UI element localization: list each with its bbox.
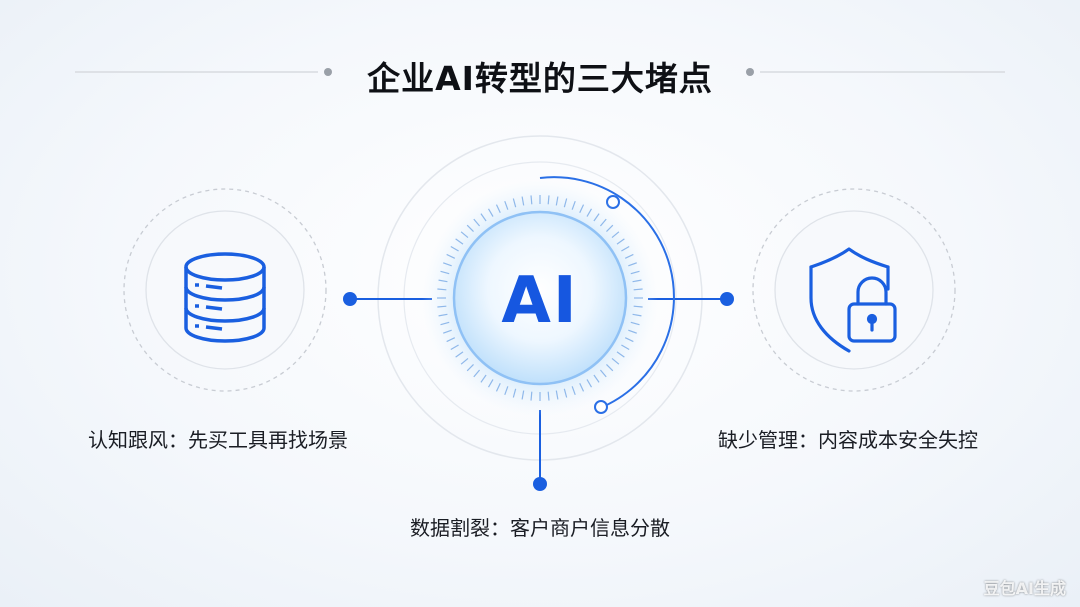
tick-mark <box>473 218 481 227</box>
tick-mark <box>563 388 568 398</box>
tick-mark <box>606 364 614 372</box>
left-node-outer <box>123 188 327 392</box>
center-accent-arc <box>539 176 675 409</box>
page-title: 企业AI转型的三大堵点 <box>367 59 713 98</box>
tick-mark <box>632 313 642 317</box>
tick-mark <box>455 351 464 358</box>
database-icon <box>184 252 266 343</box>
tick-mark <box>450 245 459 252</box>
tick-mark <box>438 313 448 317</box>
tick-mark <box>455 238 464 245</box>
tick-mark <box>443 262 452 267</box>
tick-mark <box>446 337 456 343</box>
right-node-label: 缺少管理：内容成本安全失控 <box>718 428 978 452</box>
tick-mark <box>460 231 469 239</box>
tick-mark <box>440 270 450 275</box>
tick-mark <box>616 238 625 245</box>
tick-mark <box>473 369 481 378</box>
tick-mark <box>466 224 474 232</box>
watermark: 豆包AI生成 <box>983 579 1066 598</box>
tick-mark <box>437 305 447 308</box>
shield-lock-icon <box>809 247 897 353</box>
center-tick-ring <box>437 195 643 401</box>
tick-mark <box>466 364 474 372</box>
tick-mark <box>624 253 634 259</box>
tick-mark <box>606 224 614 232</box>
tick-mark <box>571 386 576 395</box>
tick-mark <box>480 213 487 222</box>
tick-mark <box>633 305 643 308</box>
tick-mark <box>630 270 640 275</box>
tick-mark <box>530 195 533 205</box>
arc-node-bottom <box>594 400 608 414</box>
tick-mark <box>579 382 585 392</box>
tick-mark <box>611 357 620 365</box>
tick-mark <box>599 369 607 378</box>
connector-right-dot <box>720 292 734 306</box>
tick-mark <box>512 388 517 398</box>
tick-mark <box>495 204 501 214</box>
tick-mark <box>547 195 550 205</box>
tick-mark <box>628 262 637 267</box>
tick-mark <box>495 382 501 392</box>
tick-mark <box>599 218 607 227</box>
tick-mark <box>521 390 525 400</box>
tick-mark <box>563 198 568 208</box>
tick-mark <box>621 245 630 252</box>
tick-mark <box>616 351 625 358</box>
tick-mark <box>632 279 642 283</box>
title-dot-left <box>324 68 332 76</box>
tick-mark <box>446 253 456 259</box>
tick-mark <box>628 329 637 334</box>
bottom-node-label: 数据割裂：客户商户信息分散 <box>410 516 670 540</box>
tick-mark <box>555 390 559 400</box>
tick-mark <box>460 357 469 365</box>
tick-mark <box>487 379 494 388</box>
tick-mark <box>530 391 533 401</box>
right-node-outer <box>752 188 956 392</box>
title-dot-right <box>746 68 754 76</box>
tick-mark <box>593 374 600 383</box>
tick-mark <box>437 288 447 291</box>
tick-mark <box>450 344 459 351</box>
tick-mark <box>555 196 559 206</box>
left-node-label: 认知跟风：先买工具再找场景 <box>88 428 348 452</box>
tick-mark <box>593 213 600 222</box>
tick-mark <box>630 321 640 326</box>
tick-mark <box>586 379 593 388</box>
tick-mark <box>611 231 620 239</box>
tick-mark <box>521 196 525 206</box>
center-core-ring <box>452 210 628 386</box>
tick-mark <box>579 204 585 214</box>
tick-mark <box>624 337 634 343</box>
tick-mark <box>621 344 630 351</box>
tick-mark <box>571 201 576 210</box>
tick-mark <box>480 374 487 383</box>
tick-mark <box>586 208 593 217</box>
connector-bottom-dot <box>533 477 547 491</box>
tick-mark <box>438 279 448 283</box>
tick-mark <box>633 288 643 291</box>
tick-mark <box>512 198 517 208</box>
tick-mark <box>547 391 550 401</box>
center-ai-label: AI <box>501 264 579 338</box>
tick-mark <box>504 386 509 395</box>
tick-mark <box>443 329 452 334</box>
connector-left-dot <box>343 292 357 306</box>
tick-mark <box>487 208 494 217</box>
tick-mark <box>440 321 450 326</box>
tick-mark <box>504 201 509 210</box>
